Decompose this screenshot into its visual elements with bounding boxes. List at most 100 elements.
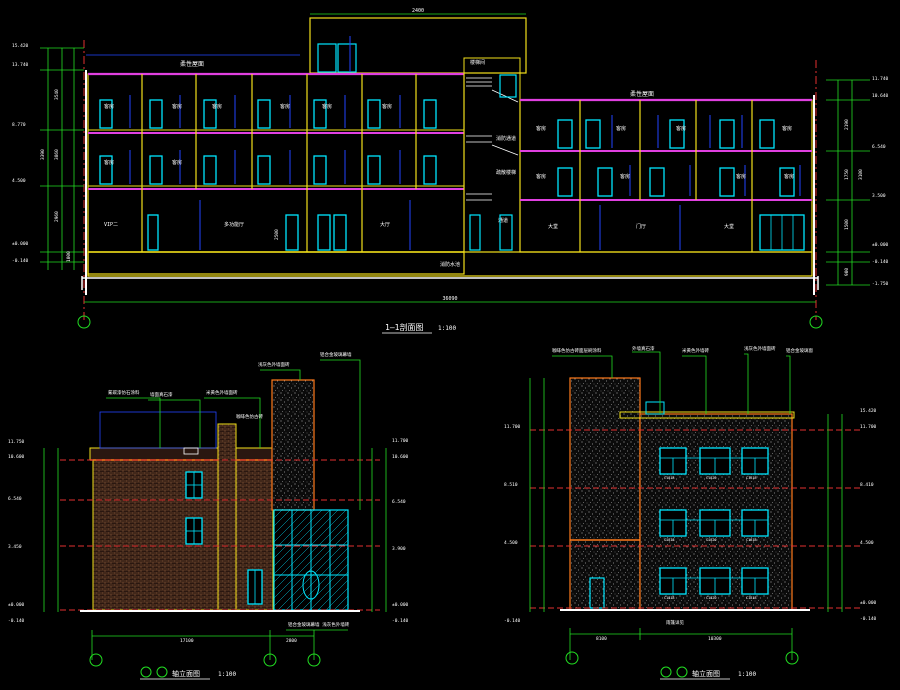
section-scale: 1:100 bbox=[438, 325, 456, 332]
dim-label: 17100 bbox=[180, 638, 194, 644]
section-title: 1—1剖面图 bbox=[385, 322, 423, 332]
grid-axis-bubble bbox=[77, 315, 91, 329]
bottom-note: 雨篷详见 bbox=[666, 619, 684, 626]
grid-axis-bubble bbox=[565, 651, 579, 665]
elev-label: -0.140 bbox=[392, 618, 409, 624]
stair-room: 疏散楼梯 bbox=[496, 169, 516, 176]
elevation-left: 氟碳漆仿石涂料 墙面真石漆 米黄色外墙面砖 浅灰色外墙面砖 铝合金玻璃幕墙 咖啡… bbox=[8, 351, 409, 680]
room-label: VIP二 bbox=[104, 222, 118, 228]
room-label: 客房 bbox=[736, 173, 746, 180]
stair-room: 通道 bbox=[498, 217, 508, 224]
brick-facade bbox=[92, 459, 274, 611]
room-label: 客房 bbox=[212, 103, 222, 110]
callout: 铝合金玻璃幕墙 bbox=[320, 351, 352, 358]
elev-label: 10.600 bbox=[8, 454, 25, 460]
room-label: 客房 bbox=[616, 125, 626, 132]
elev-label: 11.700 bbox=[392, 438, 409, 444]
elev-label: -0.140 bbox=[872, 259, 889, 265]
callout: 铝合金玻璃窗 bbox=[786, 347, 813, 354]
window-tag: C1820 bbox=[706, 596, 717, 600]
room-label: 客房 bbox=[676, 125, 686, 132]
section-view: 2400 柔性屋面 bbox=[12, 8, 889, 334]
callout: 墙面真石漆 bbox=[150, 391, 173, 398]
elev-label: ±0.000 bbox=[8, 602, 25, 608]
room-label: 大堂 bbox=[724, 223, 734, 230]
elev-label: 6.540 bbox=[872, 144, 886, 150]
window-tag: C1818 bbox=[746, 476, 757, 480]
elev-label: 6.540 bbox=[392, 499, 406, 505]
elev-label: -0.140 bbox=[8, 618, 25, 624]
basement-label: 消防水池 bbox=[440, 261, 460, 268]
callout: 浅灰色外墙面砖 bbox=[744, 345, 776, 352]
window-tag: C1820 bbox=[706, 538, 717, 542]
elev-label: -0.140 bbox=[860, 616, 877, 622]
dim-label: 1750 bbox=[844, 169, 850, 180]
room-label: 客房 bbox=[322, 103, 332, 110]
room-label: 客房 bbox=[536, 125, 546, 132]
elevation-scale: 1:100 bbox=[218, 671, 236, 678]
elev-label: 8.770 bbox=[12, 122, 26, 128]
dim-label: 3100 bbox=[858, 169, 864, 180]
callout: 米黄色外墙面砖 bbox=[206, 389, 238, 396]
dim-label: 10300 bbox=[708, 636, 722, 642]
callout: 浅灰色外墙面砖 bbox=[258, 361, 290, 368]
dim-label: 2500 bbox=[274, 229, 280, 240]
dim-label: 1000 bbox=[66, 251, 72, 262]
room-label: 客房 bbox=[382, 103, 392, 110]
stair-room: 消防通道 bbox=[496, 135, 516, 142]
dim-label: 2190 bbox=[844, 119, 850, 130]
title-axis-bubble bbox=[660, 666, 672, 678]
dim-label: 3540 bbox=[54, 89, 60, 100]
room-label: 客房 bbox=[104, 159, 114, 166]
right-block bbox=[519, 99, 813, 253]
room-label: 大厅 bbox=[380, 221, 390, 228]
window-tag: C1818 bbox=[746, 596, 757, 600]
grid-axis-bubble bbox=[89, 653, 103, 667]
window-tag: C1818 bbox=[664, 538, 675, 542]
elev-label: 6.540 bbox=[8, 496, 22, 502]
elev-label: 10.640 bbox=[872, 93, 889, 99]
window-tag: C1818 bbox=[746, 538, 757, 542]
window-tag: C1820 bbox=[706, 476, 717, 480]
room-label: 门厅 bbox=[636, 223, 646, 230]
elev-label: 4.500 bbox=[860, 540, 874, 546]
dim-label: 3860 bbox=[54, 149, 60, 160]
elevation-title: 轴立面图 bbox=[172, 669, 200, 678]
grid-axis-bubble bbox=[809, 315, 823, 329]
elev-label: ±0.000 bbox=[12, 241, 29, 247]
elev-label: 10.600 bbox=[392, 454, 409, 460]
elev-label: -0.140 bbox=[12, 258, 29, 264]
room-label: 客房 bbox=[782, 125, 792, 132]
elev-label: 4.500 bbox=[504, 540, 518, 546]
elev-label: 3.500 bbox=[872, 193, 886, 199]
elevation-right: C1818 C1820 C1818 C1818 C1820 C1818 C181… bbox=[504, 345, 877, 680]
callout: 咖啡色仿古砖面层刷涂料 bbox=[552, 347, 602, 354]
elev-label: 8.410 bbox=[860, 482, 874, 488]
basement bbox=[87, 251, 813, 277]
callout: 外墙真石漆 bbox=[632, 345, 655, 352]
main-block bbox=[87, 73, 465, 275]
elev-label: 3.450 bbox=[8, 544, 22, 550]
grid-axis-bubble bbox=[785, 651, 799, 665]
elev-label: ±0.000 bbox=[860, 600, 877, 606]
room-label: 客房 bbox=[620, 173, 630, 180]
dim-label: 900 bbox=[844, 268, 850, 276]
title-axis-bubble bbox=[676, 666, 688, 678]
elev-label: 11.700 bbox=[504, 424, 521, 430]
elev-label: 13.740 bbox=[12, 62, 29, 68]
callout: 咖啡色仿古砖 bbox=[236, 413, 263, 420]
dim-label: 1500 bbox=[844, 219, 850, 230]
room-label: 客房 bbox=[104, 103, 114, 110]
room-label: 客房 bbox=[536, 173, 546, 180]
dim-label: 3390 bbox=[40, 149, 46, 160]
elev-label: 11.750 bbox=[8, 439, 25, 445]
room-label: 客房 bbox=[172, 159, 182, 166]
elev-label: 15.420 bbox=[860, 408, 877, 414]
roof-stair-box bbox=[309, 17, 527, 74]
elev-label: 11.700 bbox=[860, 424, 877, 430]
elevation-title: 轴立面图 bbox=[692, 669, 720, 678]
stair-label: 楼梯间 bbox=[470, 59, 485, 66]
top-dim: 2400 bbox=[412, 8, 424, 14]
elev-label: 11.740 bbox=[872, 76, 889, 82]
room-label: 客房 bbox=[784, 173, 794, 180]
